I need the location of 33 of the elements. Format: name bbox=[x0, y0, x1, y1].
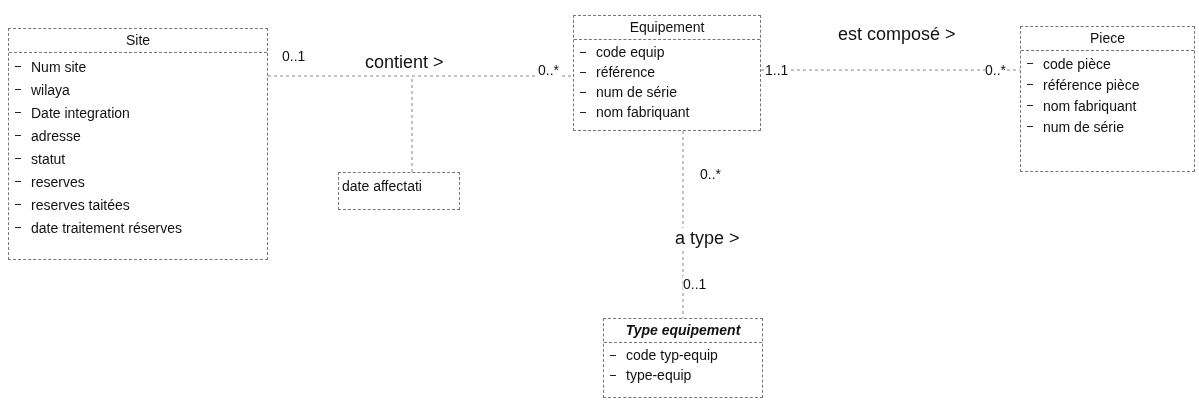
class-name: Type equipement bbox=[604, 319, 762, 343]
multiplicity-label: 0..* bbox=[538, 62, 559, 79]
association-class-box bbox=[338, 172, 460, 210]
association-name: a type > bbox=[675, 228, 740, 249]
attribute-text: adresse bbox=[31, 127, 81, 144]
class-box bbox=[573, 15, 761, 131]
attribute-text: référence pièce bbox=[1043, 76, 1140, 93]
class-box bbox=[1020, 26, 1195, 172]
attribute-text: code typ-equip bbox=[626, 347, 718, 363]
class-name: Site bbox=[9, 29, 267, 53]
attribute-text: reserves taitées bbox=[31, 196, 130, 213]
class-name: Piece bbox=[1021, 27, 1194, 51]
attribute-text: wilaya bbox=[31, 81, 70, 98]
attribute-text: statut bbox=[31, 150, 66, 167]
association-name: est composé > bbox=[838, 24, 956, 45]
attribute-text: nom fabriquant bbox=[1043, 97, 1137, 114]
attribute-text: num de série bbox=[1043, 118, 1124, 135]
attribute-text: type-equip bbox=[626, 367, 692, 383]
attribute-text: reserves bbox=[31, 173, 85, 190]
attribute-text: code pièce bbox=[1043, 55, 1111, 72]
class-name: date affectati bbox=[341, 177, 423, 196]
class-box bbox=[603, 318, 763, 398]
attribute-text: Date integration bbox=[31, 104, 130, 121]
attribute-text: référence bbox=[596, 64, 656, 80]
attribute-text: Num site bbox=[31, 58, 87, 75]
attribute-text: num de série bbox=[596, 84, 677, 100]
association-line bbox=[267, 75, 574, 77]
class-box bbox=[8, 28, 268, 260]
class-name: Equipement bbox=[574, 16, 760, 40]
attribute-text: code equip bbox=[596, 44, 665, 60]
attribute-text: date traitement réserves bbox=[31, 219, 182, 236]
multiplicity-label: 0..1 bbox=[683, 276, 707, 293]
attribute-text: nom fabriquant bbox=[596, 104, 690, 120]
